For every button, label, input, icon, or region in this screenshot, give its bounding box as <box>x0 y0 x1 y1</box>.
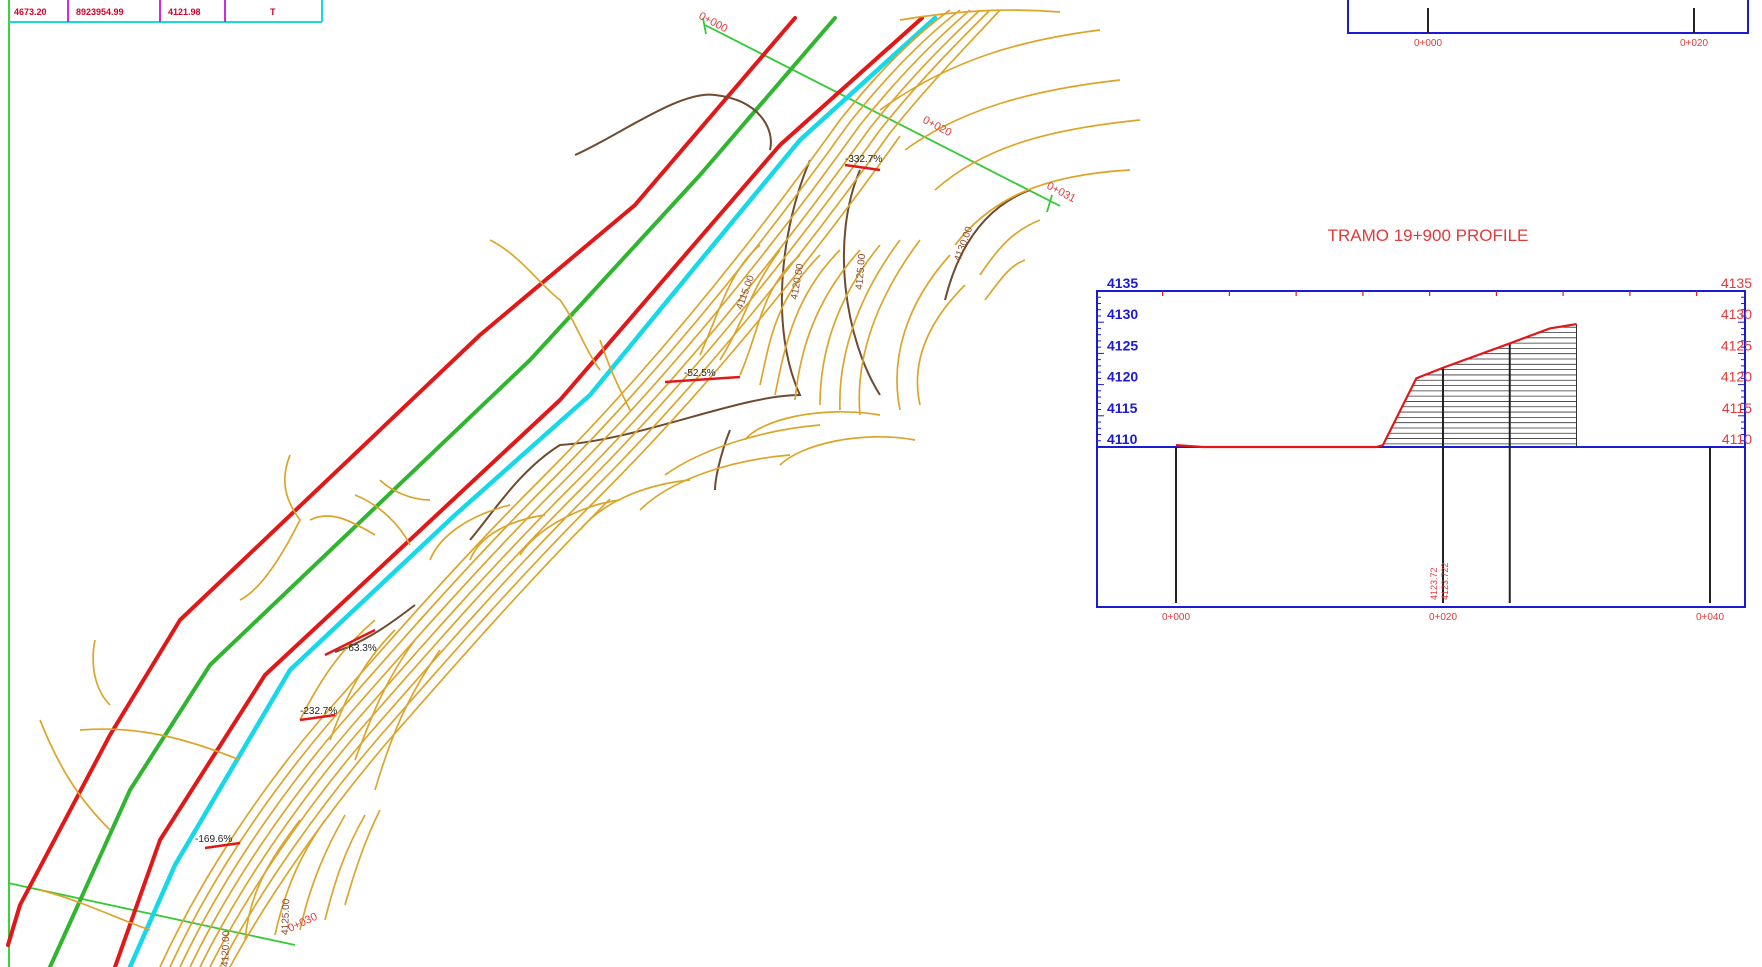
slope-label: -63.3% <box>345 643 377 654</box>
terrain-lines-brown <box>334 93 1031 653</box>
station-label-0-020: 0+020 <box>921 114 954 139</box>
top-profile-tick-label: 0+020 <box>1680 38 1709 49</box>
profile-axis-ticks <box>1097 290 1745 448</box>
slope-label: -169.6% <box>195 834 232 845</box>
profile-y-label-right: 4110 <box>1722 431 1752 447</box>
profile-y-label-left: 4110 <box>1107 431 1138 447</box>
cross-section-lines <box>7 17 1061 946</box>
profile-y-label-left: 4125 <box>1107 337 1138 353</box>
station-label-0-000: 0+000 <box>697 10 730 35</box>
slope-label: -232.7% <box>300 706 337 717</box>
point-table-cell-north: 8923954.99 <box>76 7 124 17</box>
point-table-cell-east: 4673.20 <box>14 7 47 17</box>
profile-title: TRAMO 19+900 PROFILE <box>1328 226 1529 245</box>
profile-band-label: 4123.722 <box>1440 562 1450 600</box>
profile-frame <box>1096 290 1746 608</box>
profile-ground-line <box>1175 322 1577 449</box>
slope-label: -332.7% <box>845 154 882 165</box>
road-alignment <box>6 15 938 967</box>
profile-y-label-right: 4120 <box>1721 369 1752 385</box>
profile-y-label-right: 4115 <box>1722 400 1752 416</box>
profile-y-label-left: 4120 <box>1107 369 1138 385</box>
profile-y-label-left: 4130 <box>1107 306 1138 322</box>
profile-station-verticals <box>1175 324 1711 603</box>
road-centerline <box>48 16 837 967</box>
slope-arrows <box>204 163 881 850</box>
contour-label: 4120.00 <box>220 930 232 967</box>
profile-axis-labels: 4135 4130 4125 4120 4115 4110 4135 4130 4125 4120… <box>1107 275 1752 623</box>
profile-y-label-left: 4135 <box>1107 275 1138 291</box>
profile-fill-hatch <box>1383 326 1577 445</box>
profile-line-group <box>1175 322 1577 449</box>
profile-x-label: 0+040 <box>1696 612 1725 623</box>
contour-label: 4125.00 <box>280 898 292 935</box>
point-table-cell-code: T <box>270 7 276 17</box>
point-table: 4673.20 8923954.99 4121.98 T <box>9 0 323 23</box>
profile-x-label: 0+000 <box>1162 612 1191 623</box>
profile-y-label-right: 4130 <box>1721 306 1752 322</box>
top-profile-tick-label: 0+000 <box>1414 38 1443 49</box>
profile-x-label: 0+020 <box>1429 612 1458 623</box>
profile-y-label-right: 4135 <box>1721 275 1752 291</box>
profile-chart: TRAMO 19+900 PROFILE 4135 4130 4125 4120 411… <box>1096 226 1752 623</box>
profile-y-label-right: 4125 <box>1721 337 1752 353</box>
contour-lines <box>39 9 1141 967</box>
profile-y-label-left: 4115 <box>1107 400 1138 416</box>
plan-view: 4673.20 8923954.99 4121.98 T <box>6 0 1141 967</box>
contour-label: 4120.00 <box>789 263 806 301</box>
contour-label: 4125.00 <box>854 253 868 290</box>
water-course <box>127 15 938 967</box>
point-table-cell-elev: 4121.98 <box>168 7 201 17</box>
top-profile-fragment: 0+000 0+020 <box>1347 0 1749 49</box>
slope-label: -52.5% <box>684 368 716 379</box>
profile-band-label: 4123.72 <box>1429 567 1439 600</box>
road-edge-right <box>113 16 924 967</box>
road-edge-left <box>6 16 797 947</box>
